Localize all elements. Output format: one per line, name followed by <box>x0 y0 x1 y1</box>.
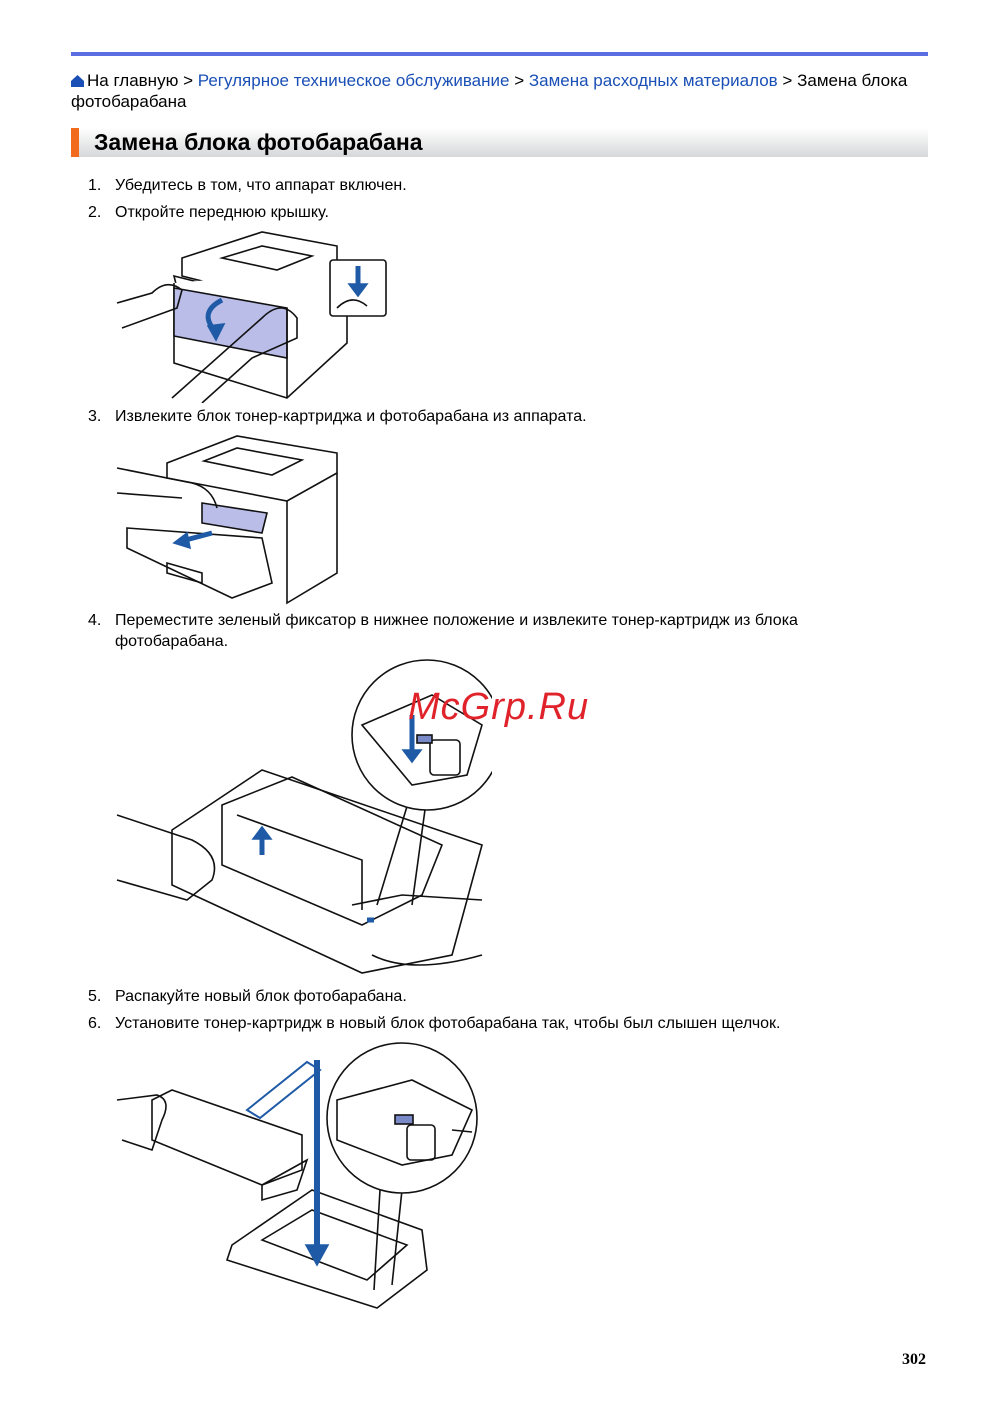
step-6: 6. Установите тонер-картридж в новый блок… <box>88 1013 868 1034</box>
install-toner-into-drum-illustration <box>116 1042 478 1309</box>
step-number: 2. <box>88 204 102 221</box>
step-number: 6. <box>88 1015 102 1032</box>
heading-accent <box>71 128 79 157</box>
page-number: 302 <box>902 1351 926 1368</box>
open-front-cover-illustration <box>116 231 387 403</box>
watermark: McGrp.Ru <box>408 686 590 728</box>
step-text: Извлеките блок тонер-картриджа и фотобар… <box>115 408 587 425</box>
breadcrumb: На главную > Регулярное техническое обсл… <box>71 70 931 112</box>
breadcrumb-home[interactable]: На главную <box>87 71 179 90</box>
step-4: 4. Переместите зеленый фиксатор в нижнее … <box>88 610 868 652</box>
step-text: Убедитесь в том, что аппарат включен. <box>115 177 407 194</box>
step-text: Установите тонер-картридж в новый блок ф… <box>115 1015 781 1032</box>
separate-toner-from-drum-illustration <box>116 659 492 974</box>
step-3: 3. Извлеките блок тонер-картриджа и фотоб… <box>88 406 868 427</box>
home-icon[interactable] <box>71 75 84 87</box>
breadcrumb-current: Замена блока фотобарабана <box>71 71 908 111</box>
breadcrumb-separator: > <box>514 71 525 90</box>
breadcrumb-separator: > <box>183 71 193 90</box>
step-number: 1. <box>88 177 102 194</box>
page-title: Замена блока фотобарабана <box>94 129 423 155</box>
step-number: 3. <box>88 408 102 425</box>
breadcrumb-consumables-link[interactable]: Замена расходных материалов <box>528 71 778 90</box>
heading-bar: Замена блока фотобарабана <box>71 128 928 157</box>
step-number: 5. <box>88 988 102 1005</box>
step-2: 2. Откройте переднюю крышку. <box>88 202 868 223</box>
step-1: 1. Убедитесь в том, что аппарат включен. <box>88 175 868 196</box>
top-rule <box>71 52 928 56</box>
step-text: Переместите зеленый фиксатор в нижнее по… <box>115 612 798 650</box>
breadcrumb-maintenance-link[interactable]: Регулярное техническое обслуживание <box>197 71 510 90</box>
remove-drum-toner-illustration <box>116 435 338 605</box>
step-text: Распакуйте новый блок фотобарабана. <box>115 988 407 1005</box>
step-5: 5. Распакуйте новый блок фотобарабана. <box>88 986 868 1007</box>
step-number: 4. <box>88 612 102 629</box>
breadcrumb-separator: > <box>782 71 793 90</box>
step-text: Откройте переднюю крышку. <box>115 204 329 221</box>
